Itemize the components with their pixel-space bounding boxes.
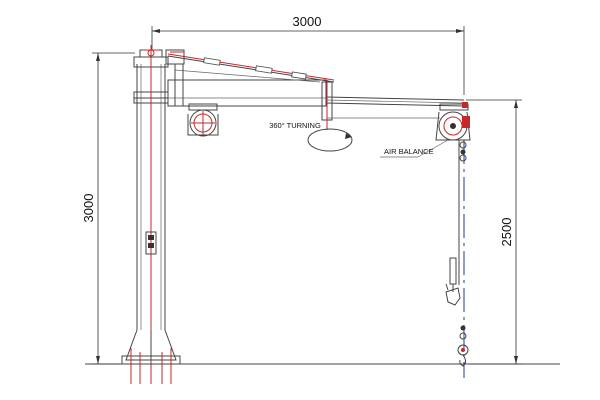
pillar: [121, 45, 181, 384]
dimension-left-label: 3000: [81, 194, 96, 223]
dimension-right-label: 2500: [499, 218, 514, 247]
jib-boom: [165, 49, 465, 130]
turning-label: 360° TURNING: [269, 121, 321, 130]
turning-indicator: 360° TURNING: [269, 121, 353, 152]
air-balance-unit: AIR BALANCE: [327, 102, 471, 158]
turning-ellipse: [307, 128, 353, 152]
dimension-right: 2500: [466, 99, 522, 365]
dimension-top: 3000: [151, 14, 465, 95]
dimension-top-label: 3000: [293, 14, 322, 29]
dimension-left: 3000: [81, 52, 135, 365]
air-balance-label: AIR BALANCE: [384, 147, 434, 156]
hoist-line: [445, 140, 469, 378]
slewing-motor: [187, 103, 219, 137]
